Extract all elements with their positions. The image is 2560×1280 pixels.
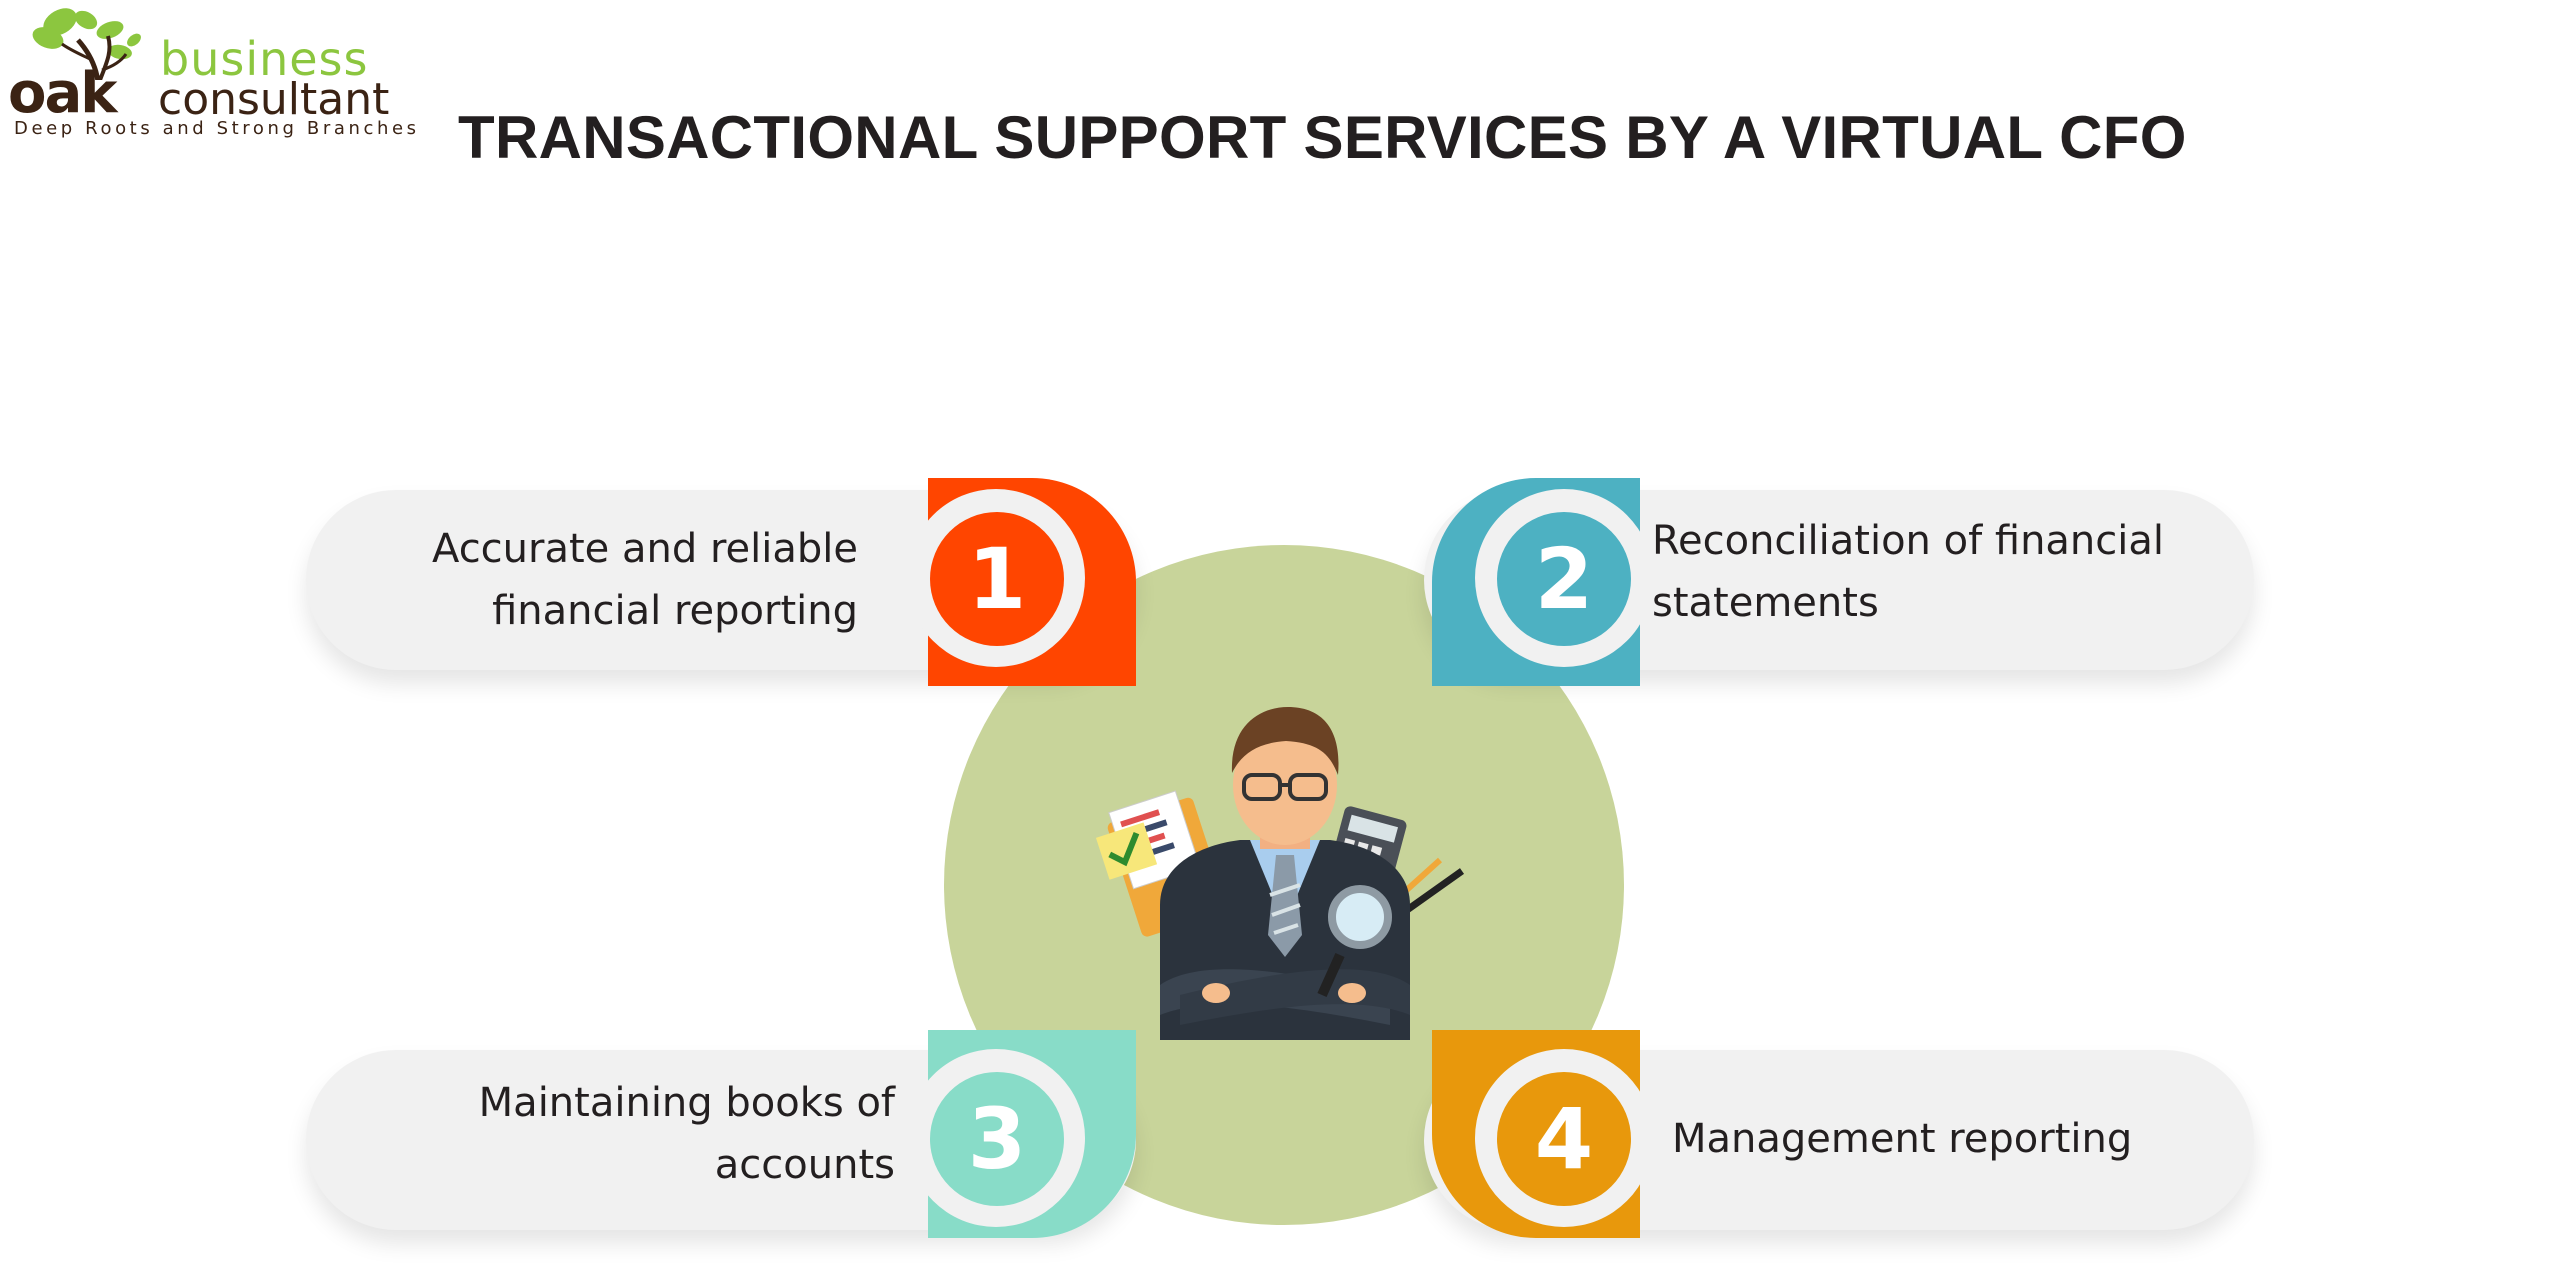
logo-word-business: business xyxy=(160,32,369,86)
service-2-line-1: Reconciliation of financial xyxy=(1652,518,2165,564)
logo-word-consultant: consultant xyxy=(158,74,390,125)
service-1-line-1: Accurate and reliable xyxy=(432,526,858,572)
service-2-label: Reconciliation of financial statements xyxy=(1652,510,2164,634)
service-3-line-1: Maintaining books of xyxy=(478,1080,895,1126)
service-1-number-badge: 1 xyxy=(930,512,1064,646)
service-3-line-2: accounts xyxy=(714,1142,895,1188)
service-1-line-2: financial reporting xyxy=(492,588,858,634)
logo-tagline: Deep Roots and Strong Branches xyxy=(14,118,420,139)
service-1-label: Accurate and reliable financial reportin… xyxy=(432,518,858,642)
company-logo[interactable]: oak business consultant Deep Roots and S… xyxy=(8,0,420,150)
oak-tree-icon xyxy=(32,8,141,80)
service-4-number-badge: 4 xyxy=(1497,1072,1631,1206)
service-2-number-badge: 2 xyxy=(1497,512,1631,646)
service-4-line-1: Management reporting xyxy=(1672,1116,2133,1162)
service-4-label: Management reporting xyxy=(1672,1108,2132,1170)
businessman-illustration-icon xyxy=(1090,695,1480,1040)
service-3-number-badge: 3 xyxy=(930,1072,1064,1206)
service-2-line-2: statements xyxy=(1652,580,1879,626)
page-title: TRANSACTIONAL SUPPORT SERVICES BY A VIRT… xyxy=(458,104,2187,171)
service-3-label: Maintaining books of accounts xyxy=(479,1072,895,1196)
logo-mark: oak xyxy=(8,61,118,126)
